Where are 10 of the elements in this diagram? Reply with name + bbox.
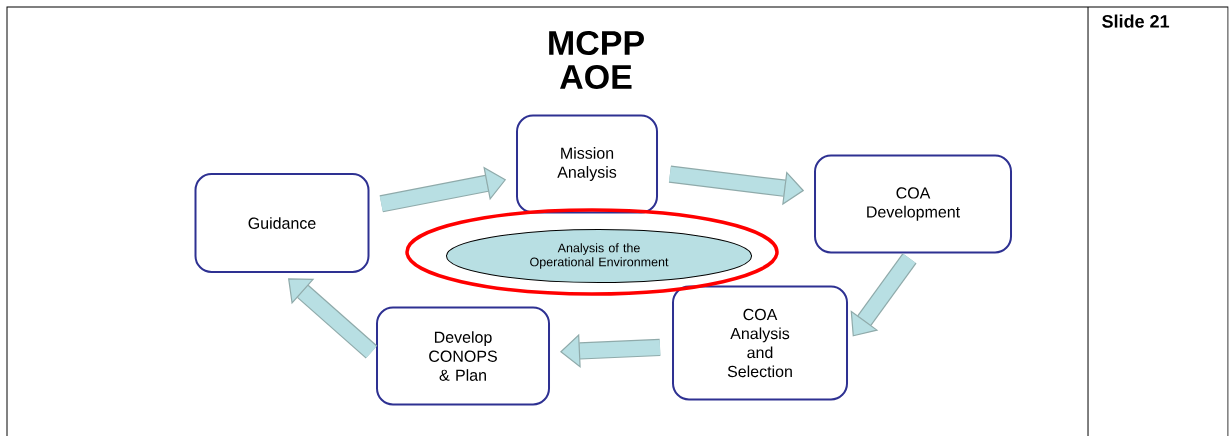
slide-number: Slide 21	[1102, 14, 1170, 28]
block-arrow	[850, 253, 917, 337]
process-box: COA Development	[814, 154, 1012, 254]
block-arrow	[288, 278, 378, 359]
process-box: Guidance	[194, 173, 370, 273]
highlight-ellipse	[405, 208, 779, 296]
process-box: COA Analysis and Selection	[672, 285, 848, 401]
title: MCPP AOE	[549, 30, 644, 90]
process-box: Mission Analysis	[516, 114, 658, 214]
process-box: Develop CONOPS & Plan	[376, 306, 550, 406]
